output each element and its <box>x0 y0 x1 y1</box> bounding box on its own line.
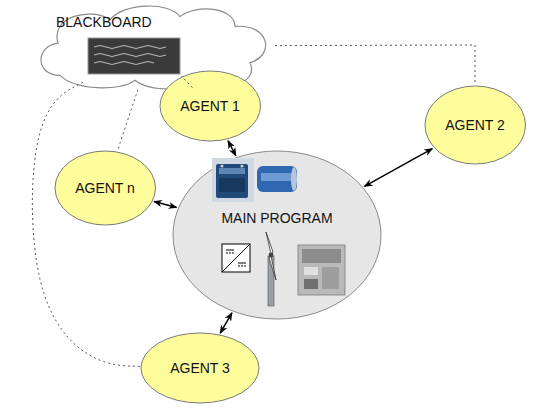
node-label: MAIN PROGRAM <box>221 210 332 227</box>
converter-symbol <box>222 244 250 272</box>
machine-photo <box>298 245 345 295</box>
node-label: AGENT 3 <box>170 360 230 377</box>
blackboard-panel <box>88 38 180 74</box>
data-exchange-arrow <box>228 141 236 156</box>
agent-ellipse: AGENT 1 <box>159 70 262 142</box>
agent-ellipse: AGENT 3 <box>140 332 260 404</box>
data-exchange-arrow <box>154 201 177 207</box>
node-label: AGENT n <box>75 180 135 197</box>
wind-turbine <box>266 232 276 306</box>
data-exchange-arrow <box>364 149 432 187</box>
dotted-link <box>275 45 475 85</box>
dotted-link <box>181 76 192 87</box>
blackboard-label: BLACKBOARD <box>56 14 152 31</box>
node-label: AGENT 2 <box>445 117 505 134</box>
dotted-link <box>32 82 140 366</box>
ultracapacitor-photo <box>257 166 297 192</box>
node-label: AGENT 1 <box>180 98 240 115</box>
agent-ellipse: AGENT 2 <box>424 85 527 165</box>
dotted-link <box>117 90 138 151</box>
agent-ellipse: AGENT n <box>54 150 157 226</box>
data-exchange-arrow <box>220 313 232 333</box>
battery-photo <box>212 158 254 202</box>
